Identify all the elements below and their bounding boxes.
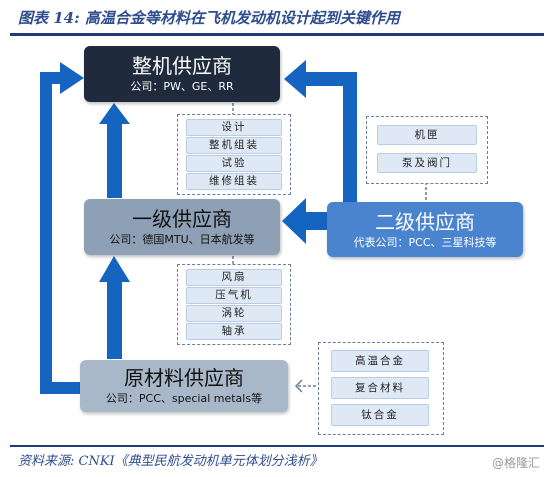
oem-supplier-name: 整机供应商 [132,54,232,78]
tier2-supplier-companies: 代表公司：PCC、三星科技等 [353,236,497,249]
source-note: 资料来源: CNKI《典型民航发动机单元体划分浅析》 [18,454,323,469]
tier2-part-group: 机匣 泵及阀门 [366,116,488,184]
loop-arrow-top [40,72,62,84]
tier2-supplier-name: 二级供应商 [375,210,475,234]
loop-arrow-left [40,72,52,394]
tier2-part-item: 机匣 [377,125,477,145]
tier1-part-item: 轴承 [186,323,282,340]
oem-task-group: 设计 整机组装 试验 维修组装 [177,114,291,195]
oem-task-item: 整机组装 [186,137,282,154]
tier1-to-oem-arrowhead [99,103,130,124]
raw-material-supplier-box: 原材料供应商 公司：PCC、special metals等 [80,360,288,412]
raw-material-supplier-name: 原材料供应商 [124,366,244,390]
oem-task-item: 维修组装 [186,173,282,190]
oem-supplier-companies: 公司：PW、GE、RR [130,80,234,93]
figure-title: 图表 14: 高温合金等材料在飞机发动机设计起到关键作用 [18,9,400,27]
tier1-supplier-name: 一级供应商 [132,207,232,231]
tier2-to-oem-arrowhead [284,60,306,98]
oem-task-item: 设计 [186,119,282,136]
tier1-supplier-companies: 公司：德国MTU、日本航发等 [109,233,255,246]
raw-material-supplier-companies: 公司：PCC、special metals等 [105,392,263,405]
tier2-to-oem-shaft-up [343,84,357,202]
raw-material-item: 复合材料 [331,377,429,399]
raw-material-group: 高温合金 复合材料 钛合金 [318,342,444,435]
tier1-part-item: 压气机 [186,287,282,304]
tier1-part-group: 风扇 压气机 涡轮 轴承 [177,264,291,345]
tier2-part-item: 泵及阀门 [377,153,477,173]
bottom-divider [10,445,544,447]
oem-task-item: 试验 [186,155,282,172]
tier1-supplier-box: 一级供应商 公司：德国MTU、日本航发等 [84,199,280,255]
tier2-to-tier1-shaft [306,212,327,230]
tier2-supplier-box: 二级供应商 代表公司：PCC、三星科技等 [327,202,523,257]
raw-to-tier1-shaft [107,282,122,359]
top-divider [10,33,544,36]
tier2-to-oem-shaft-left [306,72,357,86]
raw-material-item: 钛合金 [331,404,429,426]
tier1-to-oem-shaft [107,124,122,198]
loop-arrowhead [60,62,84,94]
tier1-part-item: 风扇 [186,269,282,286]
raw-group-chevron [294,379,303,393]
watermark-logo: @格隆汇 [491,456,540,470]
raw-material-item: 高温合金 [331,350,429,372]
raw-to-tier1-arrowhead [99,256,130,282]
tier1-part-item: 涡轮 [186,305,282,322]
tier2-to-tier1-arrowhead [282,198,306,244]
oem-supplier-box: 整机供应商 公司：PW、GE、RR [84,46,280,102]
